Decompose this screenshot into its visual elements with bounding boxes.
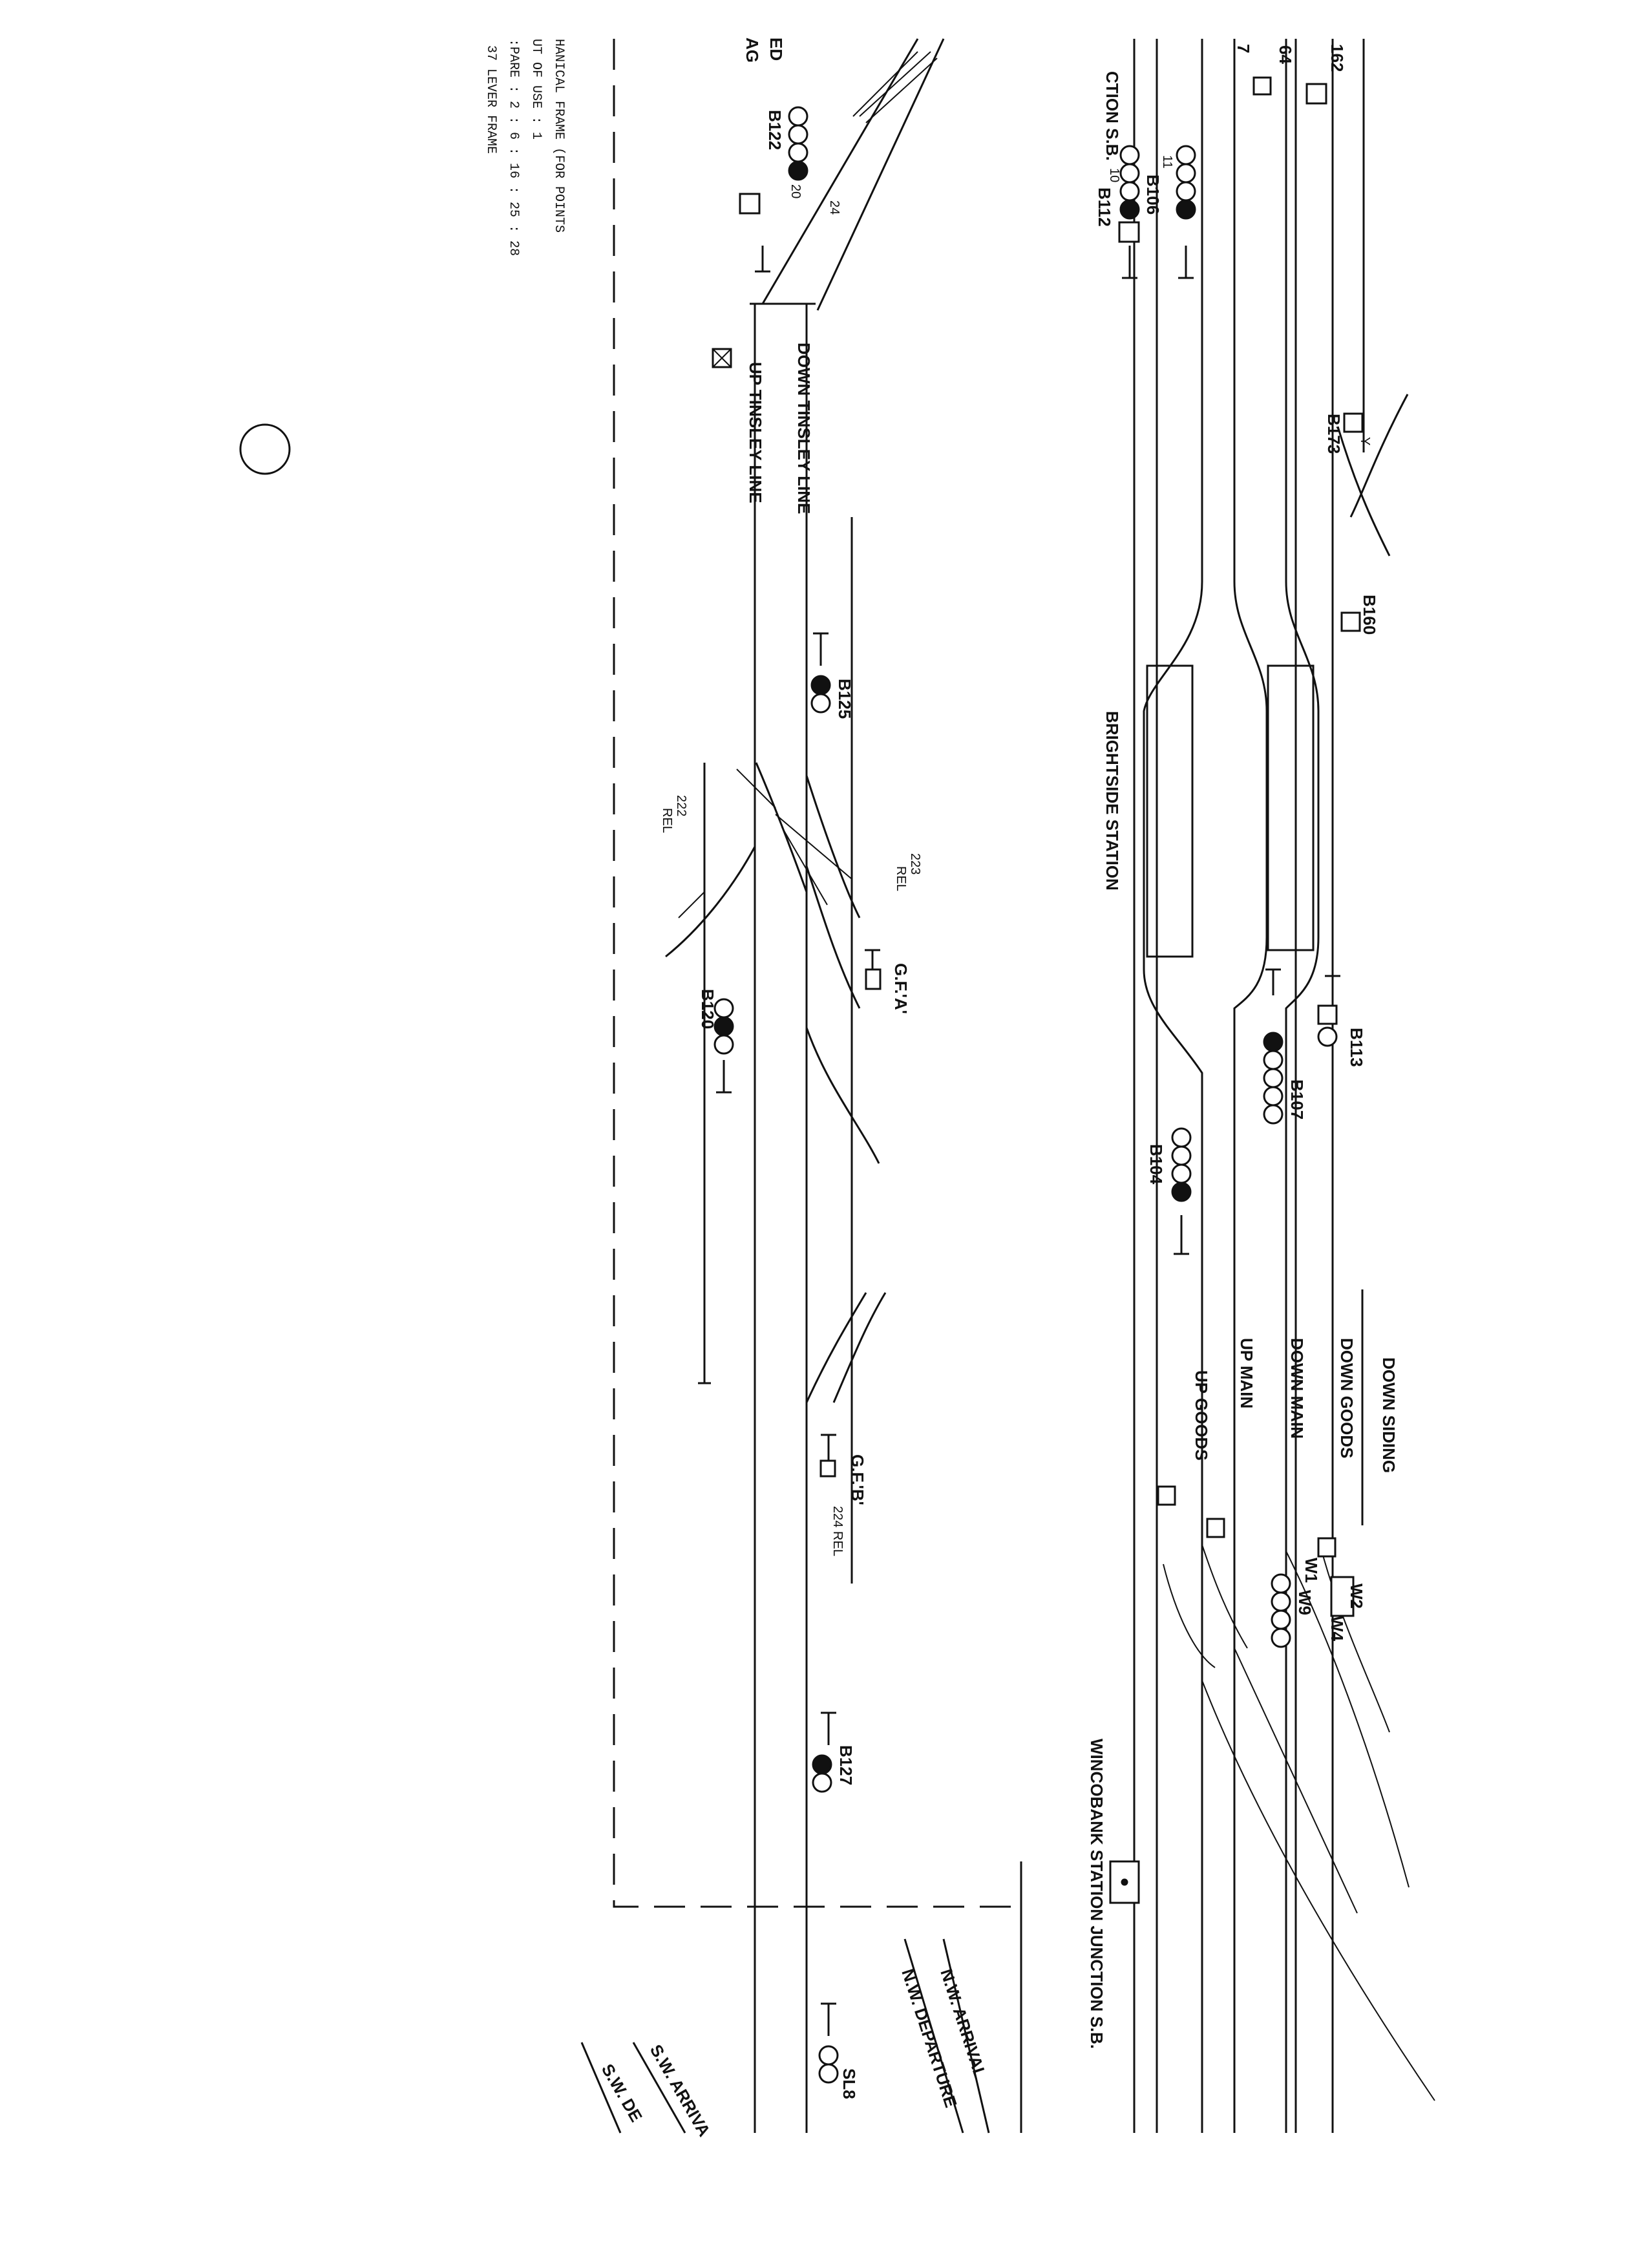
up-main-line <box>1233 39 1268 2133</box>
up-tinsley-label: UP TINSLEY LINE <box>746 362 765 503</box>
signal-b160-box <box>1340 611 1361 632</box>
right-signalbox-label: WINCOBANK STATION JUNCTION S.B. <box>1087 1739 1106 2049</box>
tinsley-branch-b <box>816 38 945 311</box>
signal-w-group <box>1157 1485 1355 1648</box>
label-b122-n20: 20 <box>788 184 803 198</box>
sw-departure-label: S.W. DE <box>598 2061 646 2125</box>
crossovers-right <box>1163 394 1435 2101</box>
signal-64-box <box>1252 76 1272 96</box>
label-b107: B107 <box>1287 1079 1307 1119</box>
tinsley-lines-group <box>665 38 945 2133</box>
label-w9: W9 <box>1295 1590 1315 1615</box>
down-main-label: DOWN MAIN <box>1287 1338 1307 1439</box>
label-b125: B125 <box>835 679 854 719</box>
signal-b112 <box>1118 145 1140 279</box>
up-main-label: UP MAIN <box>1237 1338 1256 1408</box>
label-b104: B104 <box>1146 1144 1166 1185</box>
signal-sl8 <box>818 2002 839 2084</box>
label-b173-y: Y <box>1358 437 1372 445</box>
label-162: 162 <box>1327 44 1347 72</box>
up-goods-line <box>1143 39 1203 2133</box>
label-b106-n11: 11 <box>1160 155 1174 169</box>
label-ed: ED <box>766 37 786 61</box>
label-b120: B120 <box>698 989 717 1029</box>
down-main-line <box>1285 39 1320 2133</box>
signal-b173-box <box>1343 412 1364 433</box>
label-223-rel: REL <box>894 866 908 891</box>
down-tinsley-label: DOWN TINSLEY LINE <box>794 343 814 514</box>
ground-frame-a-box <box>865 968 882 990</box>
ground-frame-b-box <box>819 1459 836 1478</box>
note-line-1: HANICAL FRAME (FOR POINTS <box>551 39 566 233</box>
label-7: 7 <box>1234 44 1253 53</box>
ground-frame-a-label: G.F.'A' <box>891 963 911 1014</box>
label-b122-n24: 24 <box>827 200 841 215</box>
signal-b104 <box>1171 1127 1192 1255</box>
label-b113: B113 <box>1347 1028 1366 1067</box>
label-b106: B106 <box>1143 175 1163 215</box>
ground-frame-b-label: G.F.'B' <box>848 1454 867 1505</box>
label-224-rel: 224 REL <box>830 1506 845 1556</box>
label-w4: W4 <box>1327 1616 1347 1642</box>
signal-b120 <box>713 998 734 1094</box>
down-siding-label: DOWN SIDING <box>1379 1357 1399 1473</box>
label-b173: B173 <box>1324 414 1344 454</box>
signal-b125 <box>810 632 831 714</box>
note-line-2: UT OF USE : 1 <box>529 39 544 140</box>
main-lines-group <box>1133 39 1365 2133</box>
signal-b106 <box>1176 145 1196 279</box>
signal-b122 <box>739 106 808 273</box>
label-ag: AG <box>743 37 762 63</box>
label-b160: B160 <box>1360 595 1379 635</box>
label-w2: W2 <box>1347 1584 1366 1609</box>
signal-b113 <box>1317 975 1340 1047</box>
label-b112: B112 <box>1095 187 1114 227</box>
sw-nw-lines <box>580 1861 1022 2134</box>
label-b112-n10: 10 <box>1107 168 1121 182</box>
platform-up <box>1146 664 1194 958</box>
label-222: 222 <box>674 795 688 816</box>
platform-down <box>1267 664 1315 951</box>
brightside-station-label: BRIGHTSIDE STATION <box>1103 711 1122 891</box>
signal-b107 <box>1263 968 1284 1125</box>
hole-punch-mark <box>239 423 291 475</box>
dashed-boundary <box>613 39 1022 1908</box>
label-sl8: SL8 <box>840 2068 859 2099</box>
label-b122: B122 <box>765 110 785 150</box>
label-222-rel: REL <box>660 808 674 833</box>
note-line-4: 37 LEVER FRAME <box>483 45 498 154</box>
signal-b127 <box>812 1712 836 1793</box>
up-goods-label: UP GOODS <box>1192 1370 1211 1461</box>
signal-162-box <box>1305 83 1327 105</box>
note-line-3: :PARE : 2 : 6 : 16 : 25 : 28 <box>506 39 521 256</box>
label-b127: B127 <box>836 1745 856 1785</box>
label-223: 223 <box>908 853 922 874</box>
tinsley-branch-a <box>761 38 919 304</box>
label-w1: W1 <box>1302 1558 1321 1583</box>
left-signalbox-label: CTION S.B. <box>1103 71 1122 161</box>
label-64: 64 <box>1276 45 1295 64</box>
down-goods-label: DOWN GOODS <box>1337 1338 1357 1458</box>
